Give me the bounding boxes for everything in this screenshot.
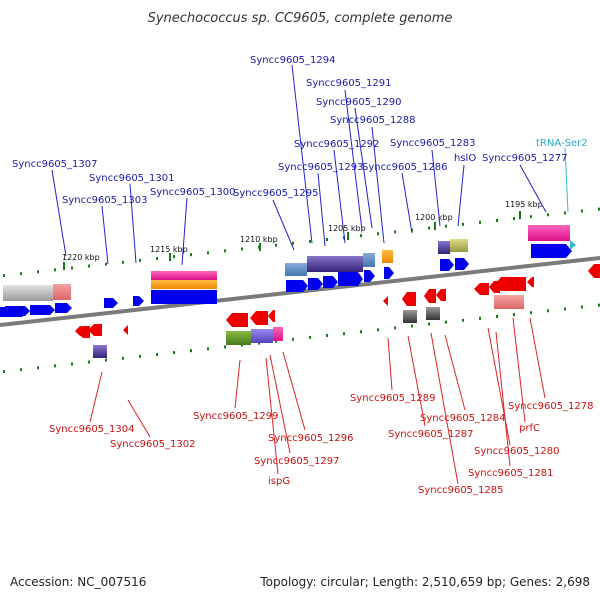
tick-label-1210: 1210 kbp	[240, 235, 278, 244]
tick-label-1205: 1205 kbp	[328, 224, 366, 233]
annot-box[interactable]	[285, 263, 307, 276]
annot-box[interactable]	[3, 285, 53, 301]
gene-arrow-rev[interactable]	[436, 289, 446, 301]
label-syncc9605-1304[interactable]: Syncc9605_1304	[49, 424, 135, 435]
label-syncc9605-1285[interactable]: Syncc9605_1285	[418, 485, 504, 496]
annot-box[interactable]	[528, 225, 570, 241]
gene-arrow-rev[interactable]	[424, 289, 436, 303]
annot-box[interactable]	[151, 271, 217, 280]
annot-box[interactable]	[438, 241, 450, 254]
label-syncc9605-1293[interactable]: Syncc9605_1293	[278, 162, 364, 173]
top-labels: Syncc9605_1294 Syncc9605_1291 Syncc9605_…	[12, 55, 588, 206]
tick-label-1215: 1215 kbp	[150, 245, 188, 254]
annot-box[interactable]	[426, 307, 440, 320]
gene-arrow-rev[interactable]	[123, 325, 128, 335]
gene-arrow-rev[interactable]	[76, 326, 90, 338]
gene-arrow-fwd[interactable]	[455, 258, 469, 270]
gene-arrow-fwd[interactable]	[30, 305, 55, 315]
annot-box[interactable]	[226, 331, 251, 345]
tick-label-1195: 1195 kbp	[505, 200, 543, 209]
gene-arrow-fwd[interactable]	[133, 296, 144, 306]
label-syncc9605-1301[interactable]: Syncc9605_1301	[89, 173, 175, 184]
kbp-ticks: 1220 kbp 1215 kbp 1210 kbp 1205 kbp 1200…	[62, 200, 543, 270]
label-syncc9605-1290[interactable]: Syncc9605_1290	[316, 97, 402, 108]
gene-arrow-rev[interactable]	[527, 277, 534, 287]
label-syncc9605-1288[interactable]: Syncc9605_1288	[330, 115, 416, 126]
annot-box[interactable]	[382, 250, 393, 263]
trna-arrow[interactable]	[570, 240, 576, 250]
label-syncc9605-1284[interactable]: Syncc9605_1284	[420, 413, 506, 424]
tick-marks	[3, 207, 600, 374]
label-syncc9605-1296[interactable]: Syncc9605_1296	[268, 433, 354, 444]
label-syncc9605-1300[interactable]: Syncc9605_1300	[150, 187, 236, 198]
label-syncc9605-1307[interactable]: Syncc9605_1307	[12, 159, 98, 170]
label-syncc9605-1287[interactable]: Syncc9605_1287	[388, 429, 474, 440]
gene-arrow-rev[interactable]	[383, 296, 388, 306]
bottom-leaders	[89, 317, 546, 485]
annot-box[interactable]	[93, 345, 107, 358]
bottom-labels: Syncc9605_1289 Syncc9605_1278 Syncc9605_…	[49, 393, 594, 496]
gene-arrow-fwd[interactable]	[5, 306, 30, 316]
gene-box-fwd[interactable]	[151, 290, 217, 304]
annot-box[interactable]	[450, 239, 468, 252]
accession-text: Accession: NC_007516	[10, 575, 146, 589]
label-syncc9605-1295[interactable]: Syncc9605_1295	[233, 188, 319, 199]
label-syncc9605-1299[interactable]: Syncc9605_1299	[193, 411, 279, 422]
annot-box[interactable]	[494, 295, 524, 309]
label-syncc9605-1291[interactable]: Syncc9605_1291	[306, 78, 392, 89]
gene-arrow-rev[interactable]	[494, 277, 526, 291]
gene-arrow-rev[interactable]	[268, 310, 275, 322]
gene-arrow-rev[interactable]	[88, 324, 102, 336]
tick-label-1200: 1200 kbp	[415, 213, 453, 222]
top-leaders	[51, 64, 569, 266]
gene-arrow-fwd[interactable]	[440, 259, 454, 271]
annot-box[interactable]	[307, 256, 363, 272]
gene-arrow-rev[interactable]	[250, 311, 268, 325]
gene-arrow-fwd[interactable]	[323, 276, 338, 288]
label-syncc9605-1294[interactable]: Syncc9605_1294	[250, 55, 336, 66]
forward-annotations	[3, 225, 576, 301]
label-hslo[interactable]: hslO	[454, 153, 476, 164]
label-syncc9605-1277[interactable]: Syncc9605_1277	[482, 153, 568, 164]
reverse-genes	[75, 264, 600, 338]
gene-arrow-rev[interactable]	[588, 264, 600, 278]
label-syncc9605-1278[interactable]: Syncc9605_1278	[508, 401, 594, 412]
gene-arrow-fwd[interactable]	[364, 270, 375, 282]
gene-arrow-fwd[interactable]	[286, 280, 308, 292]
gene-arrow-rev[interactable]	[402, 292, 416, 306]
annot-box[interactable]	[273, 327, 283, 341]
label-syncc9605-1292[interactable]: Syncc9605_1292	[294, 139, 380, 150]
label-syncc9605-1286[interactable]: Syncc9605_1286	[362, 162, 448, 173]
gene-arrow-fwd[interactable]	[104, 298, 118, 308]
summary-text: Topology: circular; Length: 2,510,659 bp…	[259, 575, 590, 589]
map-title: Synechococcus sp. CC9605, complete genom…	[148, 11, 453, 26]
label-syncc9605-1302[interactable]: Syncc9605_1302	[110, 439, 196, 450]
gene-arrow-rev[interactable]	[226, 313, 248, 327]
annot-box[interactable]	[403, 310, 417, 323]
gene-arrow-fwd[interactable]	[384, 267, 394, 279]
label-syncc9605-1297[interactable]: Syncc9605_1297	[254, 456, 340, 467]
annot-box[interactable]	[251, 329, 273, 343]
label-syncc9605-1303[interactable]: Syncc9605_1303	[62, 195, 148, 206]
reverse-annotations	[93, 295, 524, 358]
annot-box[interactable]	[151, 280, 217, 289]
gene-arrow-rev[interactable]	[474, 283, 489, 295]
label-syncc9605-1289[interactable]: Syncc9605_1289	[350, 393, 436, 404]
label-trna-ser2[interactable]: tRNA-Ser2	[536, 138, 588, 149]
gene-arrow-fwd[interactable]	[55, 303, 72, 313]
gene-arrow-fwd[interactable]	[308, 278, 323, 290]
label-syncc9605-1283[interactable]: Syncc9605_1283	[390, 138, 476, 149]
label-ispg[interactable]: ispG	[268, 476, 290, 487]
label-syncc9605-1281[interactable]: Syncc9605_1281	[468, 468, 554, 479]
annot-box[interactable]	[363, 253, 375, 267]
tick-label-1220: 1220 kbp	[62, 253, 100, 262]
label-syncc9605-1280[interactable]: Syncc9605_1280	[474, 446, 560, 457]
gene-arrow-fwd[interactable]	[338, 272, 363, 286]
annot-box[interactable]	[53, 284, 71, 300]
label-prfc[interactable]: prfC	[519, 423, 540, 434]
gene-arrow-fwd[interactable]	[531, 244, 572, 258]
forward-genes	[0, 244, 572, 317]
